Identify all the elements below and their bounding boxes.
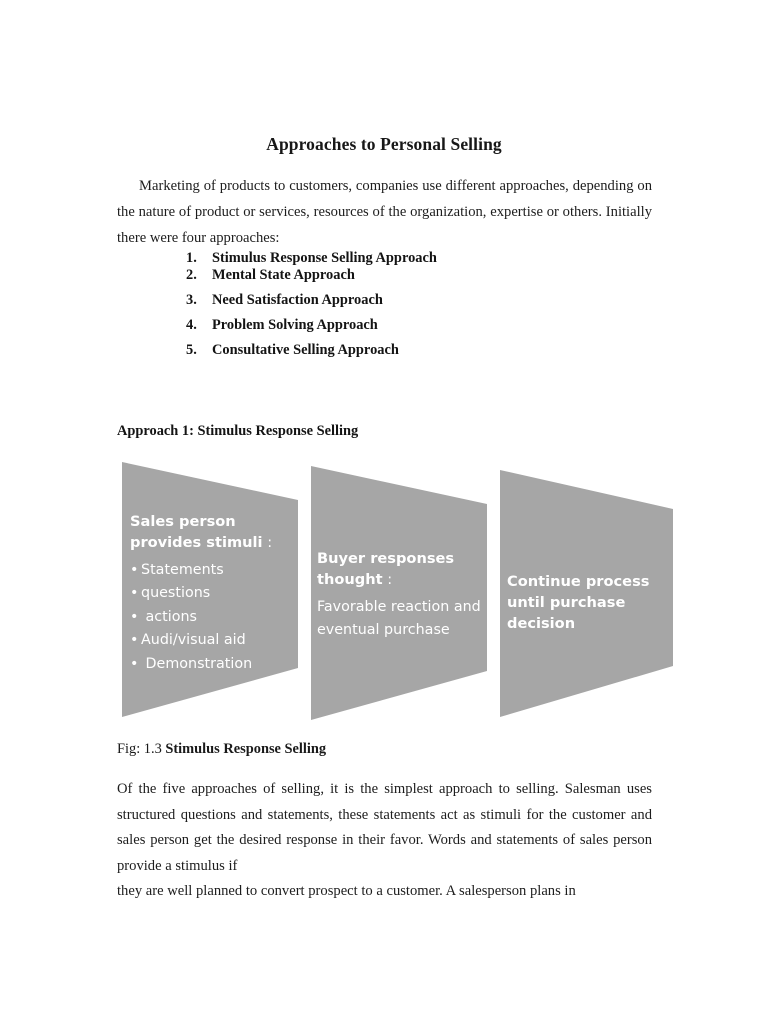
figure-caption: Fig: 1.3 Stimulus Response Selling [117,741,326,758]
list-item-number: 3. [186,292,197,308]
bullet-icon: • [130,585,139,602]
process-stage-1-title-main: Sales person provides stimuli [130,513,263,551]
process-stage-2-text: Buyer responses thought : Favorable reac… [317,548,495,642]
figure-caption-prefix: Fig: 1.3 [117,741,166,757]
bullet-label: Audi/visual aid [141,632,246,649]
process-stage-2-title-main: Buyer responses thought [317,550,455,588]
list-item: 5. Consultative Selling Approach [186,342,606,359]
list-item: 4. Problem Solving Approach [186,317,606,334]
approaches-list: 1. Stimulus Response Selling Approach 2. M… [186,250,606,359]
process-stage-3-text: Continue process until purchase decision [507,571,679,634]
list-item-number: 4. [186,317,197,333]
closing-paragraph: Of the five approaches of selling, it is… [117,777,652,905]
process-stage-2-title: Buyer responses thought : [317,548,495,590]
list-item: •questions [130,582,302,605]
bullet-label: questions [141,585,211,602]
list-item: •Statements [130,559,302,582]
list-item-label: Stimulus Response Selling Approach [212,250,437,266]
process-stage-2-title-suffix: : [382,571,393,588]
list-item-label: Mental State Approach [212,267,355,283]
list-item-label: Need Satisfaction Approach [212,292,383,308]
closing-paragraph-body: Of the five approaches of selling, it is… [117,781,652,874]
list-item-label: Problem Solving Approach [212,317,378,333]
bullet-label: actions [141,608,198,625]
process-stage-2-body: Favorable reaction and eventual purchase [317,599,481,638]
list-item: 2. Mental State Approach [186,267,606,284]
bullet-label: Statements [141,562,224,578]
bullet-icon: • [130,632,139,649]
list-item: • actions [130,606,302,629]
process-stage-1-title-suffix: : [262,534,273,551]
bullet-icon: • [130,562,139,578]
figure-caption-title: Stimulus Response Selling [165,741,327,757]
list-item: • Demonstration [130,653,302,676]
list-item: 3. Need Satisfaction Approach [186,292,606,309]
section-heading: Approach 1: Stimulus Response Selling [117,423,359,439]
page-title: Approaches to Personal Selling [266,134,502,154]
list-item-number: 2. [186,267,197,283]
intro-paragraph: Marketing of products to customers, comp… [117,178,652,246]
list-item-label: Consultative Selling Approach [212,342,399,358]
list-item: 1. Stimulus Response Selling Approach [186,250,606,267]
list-item-number: 5. [186,342,197,358]
list-item: •Audi/visual aid [130,629,302,652]
bullet-label: Demonstration [141,655,253,672]
bullet-icon: • [130,655,139,672]
process-stage-3-title: Continue process until purchase decision [507,573,650,632]
process-stage-1-title: Sales person provides stimuli : [130,511,302,553]
process-stage-1-text: Sales person provides stimuli : •Stateme… [130,511,302,676]
closing-paragraph-last-line: they are well planned to convert prospec… [117,883,576,899]
process-stage-1-bullets: •Statements •questions • actions •Audi/v… [130,559,302,676]
bullet-icon: • [130,608,139,625]
list-item-number: 1. [186,250,197,266]
